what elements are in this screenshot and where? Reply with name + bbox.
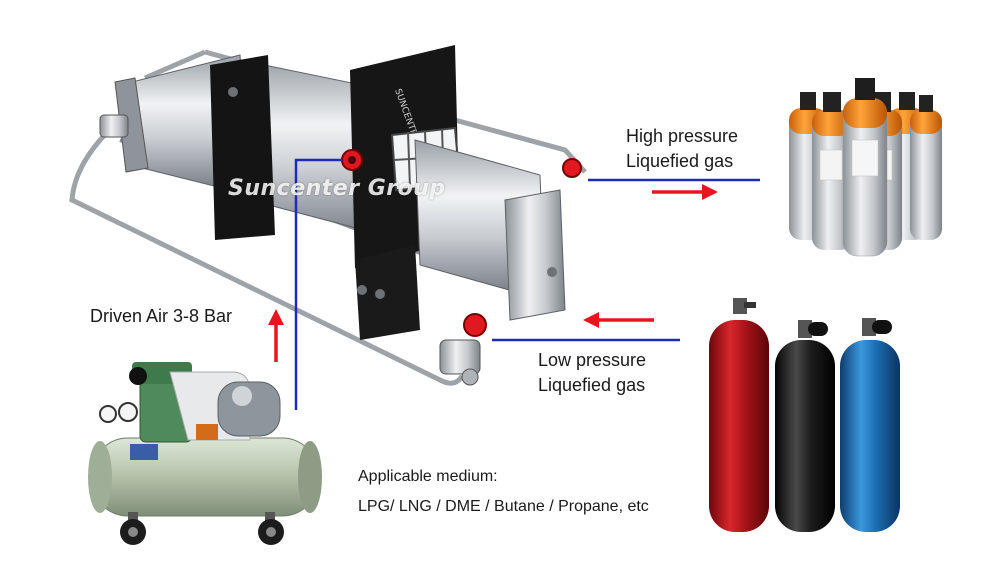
- gas-booster-pump-icon: SUNCENTER: [69, 45, 587, 386]
- blue-cylinder: [840, 318, 900, 532]
- arrow-left-icon: [583, 312, 654, 328]
- high-pressure-line1: High pressure: [626, 126, 739, 146]
- red-cylinder: [709, 298, 769, 532]
- low-pressure-line2: Liquefied gas: [538, 375, 646, 395]
- arrow-up-icon: [268, 309, 284, 362]
- air-compressor-icon: [88, 362, 322, 545]
- applicable-medium-list: LPG/ LNG / DME / Butane / Propane, etc: [358, 498, 649, 515]
- low-pressure-label: Low pressure Liquefied gas: [538, 348, 646, 398]
- small-cylinder-icon: [789, 78, 942, 257]
- arrow-right-icon: [652, 184, 718, 200]
- flow-arrows: [268, 184, 718, 362]
- air-supply-line: [294, 158, 342, 410]
- flow-lines: [294, 158, 760, 410]
- large-cylinder-icon: [709, 298, 900, 532]
- high-pressure-line2: Liquefied gas: [626, 151, 734, 171]
- driven-air-label: Driven Air 3-8 Bar: [90, 306, 233, 326]
- low-pressure-line1: Low pressure: [538, 350, 647, 370]
- applicable-medium-title: Applicable medium:: [358, 468, 498, 485]
- watermark-text: Suncenter Group: [228, 176, 446, 201]
- high-pressure-label: High pressure Liquefied gas: [626, 124, 738, 174]
- black-cylinder: [775, 320, 835, 532]
